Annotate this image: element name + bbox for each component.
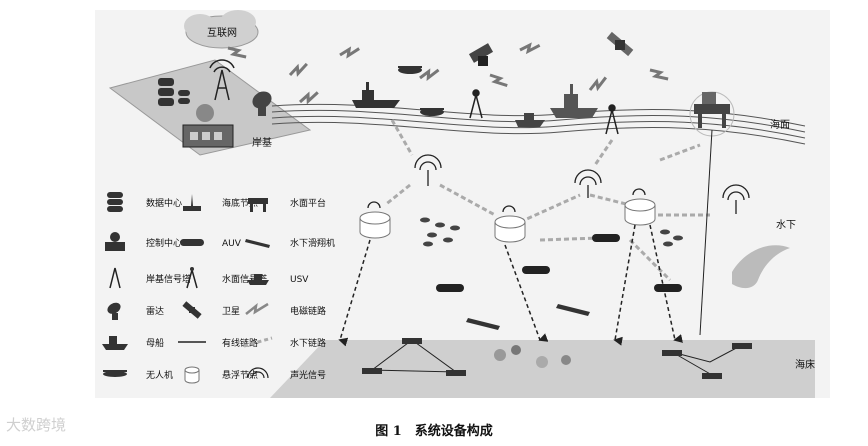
uav-icon [398,66,422,74]
legend-label-auv: AUV [222,239,242,249]
underwater-label: 水下 [776,219,796,231]
legend-surface-platform-icon [248,198,268,212]
warship-icon [550,84,598,118]
legend-label-control-center: 控制中心 [146,237,182,249]
seabed-label: 海床 [795,358,815,371]
legend-floating-node-icon [184,366,200,384]
legend-label-shore-tower: 岸基信号塔 [146,273,191,285]
legend-seabed-node-icon [183,194,201,211]
legend-underwater-link-icon [243,336,273,348]
legend-surface-tower-icon [186,267,198,289]
wired-links [338,224,683,347]
acoustic-signal-icons [367,154,750,214]
legend-shore-tower-icon [109,267,121,289]
legend-label-underwater-glider: 水下滑翔机 [290,237,335,249]
legend-auv-icon [180,239,204,246]
usv-icon [515,113,545,127]
legend-label-surface-platform: 水面平台 [290,197,326,209]
data-center-icon [158,78,190,106]
internet-cloud: 互联网 [184,10,259,49]
satellite-icon [468,43,494,66]
floating-node-icon [359,198,656,243]
legend-label-mother-ship: 母船 [146,337,164,349]
sea-surface-label: 海面 [770,118,790,131]
surface-tower-icon-2 [605,104,619,135]
uav-icon-2 [420,108,444,116]
legend-acoustic-signal-icon [247,367,269,379]
legend-underwater-glider-icon [245,239,270,248]
legend-label-em-link: 电磁链路 [290,305,326,317]
legend-usv-icon [247,274,269,285]
satellite-icon-2 [606,31,634,57]
legend-mother-ship-icon [102,336,128,350]
legend-label-satellite: 卫星 [222,306,240,317]
legend-label-acoustic-signal: 声光信号 [290,369,326,381]
legend-label-uav: 无人机 [146,369,173,381]
control-center-icon [182,104,234,148]
dolphin-icon [732,245,790,289]
legend-em-link-icon [245,302,269,315]
underwater-glider-icon [466,304,590,330]
legend-label-data-center: 数据中心 [146,197,182,209]
radar-icon [252,91,272,116]
coral-icon [494,345,571,368]
legend-satellite-icon [182,301,202,319]
legend-data-center-icon [107,192,123,212]
seabed-node-icon [362,338,752,379]
legend-control-center-icon [105,232,125,251]
watermark: 大数跨境 [6,416,67,434]
legend-label-usv: USV [290,275,309,285]
underwater-links [384,119,710,282]
legend-uav-icon [103,370,127,377]
shore-tower-icon [209,59,235,101]
shore-base-label: 岸基 [252,136,272,149]
legend-radar-icon [107,302,121,320]
platform-cable [699,129,713,336]
figure-caption: 图 1 系统设备构成 [375,424,493,439]
auv-icon [436,234,682,292]
legend-label-floating-node: 悬浮节点 [222,369,258,381]
legend-label-underwater-link: 水下链路 [290,337,326,349]
legend-label-radar: 雷达 [146,305,164,317]
legend-label-wired-link: 有线链路 [222,337,258,349]
surface-tower-icon [469,89,483,119]
mother-ship-icon [352,82,400,108]
fish-school-icon [420,217,683,247]
internet-label: 互联网 [207,27,237,39]
